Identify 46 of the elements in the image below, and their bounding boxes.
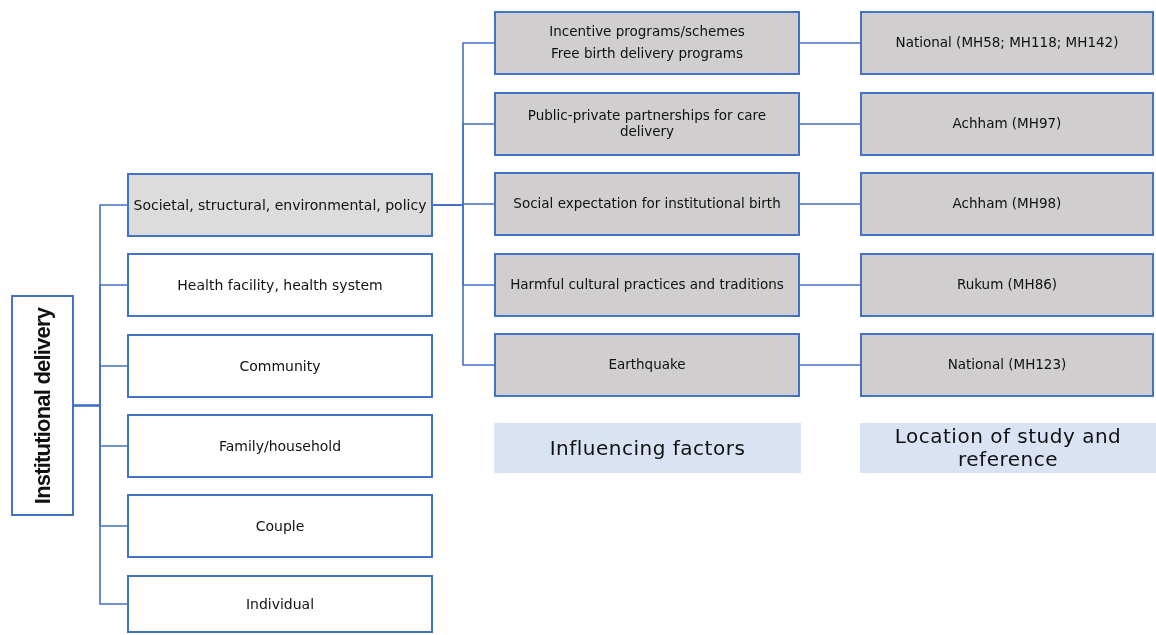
- category-box: [860, 11, 1154, 75]
- root-box: [11, 295, 74, 516]
- category-box: [127, 253, 433, 317]
- box-label: Family/household: [218, 437, 342, 455]
- category-box: [860, 253, 1154, 317]
- category-box: [494, 92, 800, 156]
- category-box: [127, 494, 433, 558]
- box-label: Social expectation for institutional birth: [513, 196, 781, 212]
- box-label: Health facility, health system: [177, 276, 383, 294]
- connector-line: [432, 204, 495, 366]
- connector-line: [799, 203, 861, 205]
- connector-line: [799, 284, 861, 286]
- box-label: National (MH58; MH118; MH142): [895, 35, 1119, 51]
- box-label: Incentive programs/schemes: [549, 24, 745, 40]
- category-box: [127, 173, 433, 237]
- category-box: [860, 172, 1154, 236]
- category-box: [127, 575, 433, 633]
- box-label: Achham (MH98): [952, 196, 1062, 212]
- connector-line: [799, 364, 861, 366]
- box-label: Community: [239, 357, 321, 375]
- category-box: [494, 333, 800, 397]
- box-label: Achham (MH97): [952, 116, 1062, 132]
- category-box: [494, 11, 800, 75]
- box-label: Public-private partnerships for care delivery: [526, 108, 768, 140]
- column-header-band: [494, 423, 801, 473]
- category-box: [494, 253, 800, 317]
- box-label: Earthquake: [608, 357, 686, 373]
- column-header-band: [860, 423, 1156, 473]
- box-label: Location of study and reference: [893, 425, 1123, 471]
- category-box: [860, 333, 1154, 397]
- category-box: [494, 172, 800, 236]
- box-label: Harmful cultural practices and traditions: [510, 277, 784, 293]
- box-label: Individual: [245, 595, 315, 613]
- box-label: Couple: [255, 517, 305, 535]
- category-box: [860, 92, 1154, 156]
- connector-line: [799, 42, 861, 44]
- box-label: Societal, structural, environmental, policy: [133, 196, 427, 214]
- box-label: Institutional delivery: [29, 307, 56, 504]
- box-label: Rukum (MH86): [956, 277, 1058, 293]
- category-box: [127, 334, 433, 398]
- category-box: [127, 414, 433, 478]
- box-label: Free birth delivery programs: [550, 46, 744, 62]
- connector-line: [73, 404, 128, 605]
- box-label: National (MH123): [947, 357, 1067, 373]
- connector-line: [799, 123, 861, 125]
- box-label: Influencing factors: [549, 436, 746, 460]
